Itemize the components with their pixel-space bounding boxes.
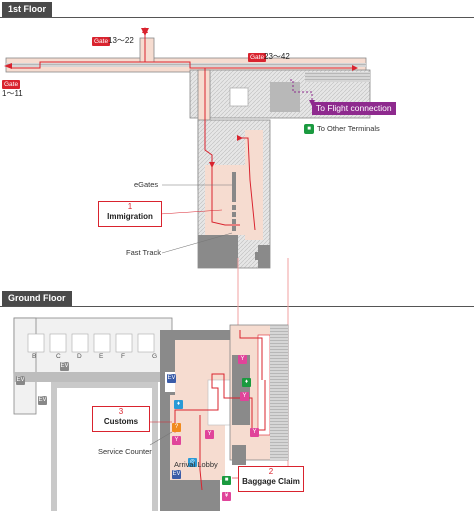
- fast-track-label: Fast Track: [126, 248, 162, 257]
- bay-d: D: [77, 353, 82, 360]
- service-counter-label: Service Counter: [98, 447, 152, 456]
- pink-service-icon: Y: [205, 430, 214, 439]
- immigration-number: 1: [127, 202, 133, 211]
- gate-range-13-22: 13～22: [108, 36, 134, 45]
- baggage-claim-callout[interactable]: 2 Baggage Claim: [238, 466, 304, 492]
- terminal-bus-icon: ■: [304, 124, 314, 134]
- elevator-icon: EV: [167, 374, 176, 383]
- gate-badge-1: Gate: [2, 80, 21, 89]
- gate-badge-13: Gate: [92, 37, 111, 46]
- bay-e: E: [99, 353, 104, 360]
- wifi-icon: ◎: [188, 458, 197, 467]
- gate-badge-23: Gate: [248, 53, 267, 62]
- customs-callout[interactable]: 3 Customs: [92, 406, 150, 432]
- pink-service-icon: Y: [240, 392, 249, 401]
- restroom-icon: ♦: [242, 378, 251, 387]
- bay-c: C: [56, 353, 61, 360]
- baggage-claim-text: Baggage Claim: [242, 477, 300, 486]
- elevator-icon: EV: [38, 396, 47, 405]
- customs-number: 3: [118, 407, 124, 416]
- pink-service-icon: Y: [250, 428, 259, 437]
- baggage-claim-number: 2: [268, 467, 274, 476]
- flight-connection-label[interactable]: To Flight connection: [312, 102, 396, 115]
- bay-f: F: [121, 353, 125, 360]
- other-terminals-label[interactable]: To Other Terminals: [317, 124, 380, 133]
- pink-service-icon: Y: [238, 355, 247, 364]
- terminal-bus-icon: ■: [222, 476, 231, 485]
- restroom-icon: ♦: [174, 400, 183, 409]
- bay-b: B: [32, 353, 37, 360]
- elevator-icon: EV: [60, 362, 69, 371]
- ground-floor-plan: [13, 317, 289, 511]
- elevator-icon: EV: [172, 470, 181, 479]
- info-icon: ?: [172, 423, 181, 432]
- bay-g: G: [152, 353, 158, 360]
- customs-text: Customs: [103, 417, 139, 426]
- ground-floor-divider: [0, 306, 474, 307]
- first-floor-divider: [0, 17, 474, 18]
- egates-label: eGates: [134, 180, 159, 189]
- gate-range-1-11: 1～11: [2, 89, 23, 98]
- immigration-callout[interactable]: 1 Immigration: [98, 201, 162, 227]
- first-floor-tab: 1st Floor: [2, 2, 53, 17]
- pink-service-icon: Y: [172, 436, 181, 445]
- immigration-text: Immigration: [107, 212, 153, 221]
- elevator-icon: EV: [16, 376, 25, 385]
- atm-icon: ¥: [222, 492, 231, 501]
- ground-floor-tab: Ground Floor: [2, 291, 72, 306]
- arrival-lobby-label: Arrival Lobby: [174, 460, 218, 469]
- gate-range-23-42: 23～42: [264, 52, 290, 61]
